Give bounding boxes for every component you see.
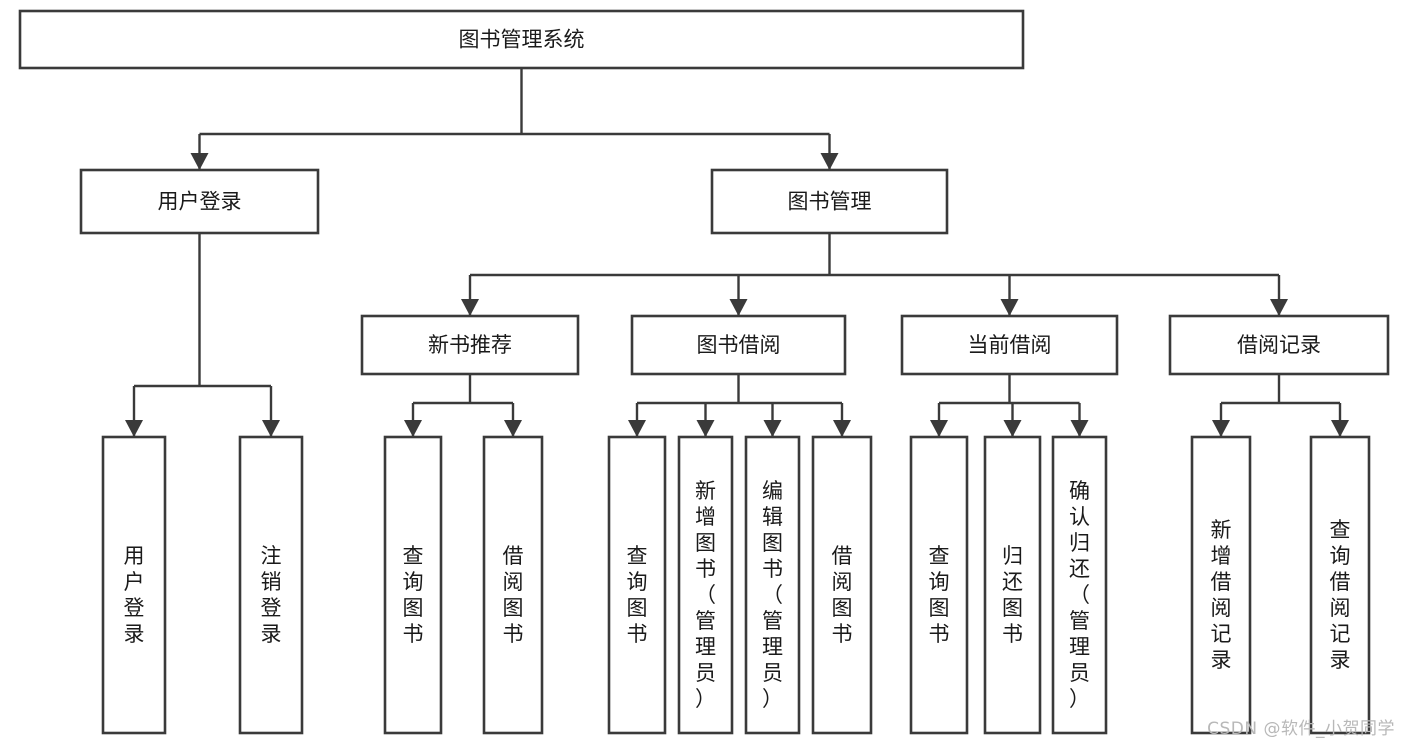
arrow-head-icon bbox=[696, 420, 715, 437]
node-label: 用户登录 bbox=[158, 190, 242, 214]
node-label: 编辑图书（管理员） bbox=[762, 479, 783, 711]
arrow-head-icon bbox=[1000, 299, 1019, 316]
arrow-head-icon bbox=[125, 420, 143, 437]
node-label: 当前借阅 bbox=[968, 333, 1052, 357]
node-user-login[interactable]: 用户登录 bbox=[79, 168, 320, 235]
node-box[interactable] bbox=[18, 9, 1025, 70]
node-leaf-confirm-return[interactable]: 确认归还（管理员） bbox=[1051, 435, 1108, 735]
node-leaf-query-book-1[interactable]: 查询图书 bbox=[383, 435, 443, 735]
node-new-book-recommend[interactable]: 新书推荐 bbox=[360, 314, 580, 376]
arrow-head-icon bbox=[1331, 420, 1349, 437]
node-leaf-query-record[interactable]: 查询借阅记录 bbox=[1309, 435, 1371, 735]
arrow-head-icon bbox=[262, 420, 280, 437]
node-box[interactable] bbox=[677, 435, 734, 735]
node-box[interactable] bbox=[630, 314, 847, 376]
node-leaf-return-book[interactable]: 归还图书 bbox=[983, 435, 1042, 735]
node-box[interactable] bbox=[1168, 314, 1390, 376]
node-leaf-query-book-3[interactable]: 查询图书 bbox=[909, 435, 969, 735]
node-label: 图书管理 bbox=[788, 190, 872, 214]
node-label: 查询图书 bbox=[403, 544, 424, 646]
node-label: 借阅图书 bbox=[832, 544, 853, 646]
node-leaf-edit-book[interactable]: 编辑图书（管理员） bbox=[744, 435, 801, 735]
node-box[interactable] bbox=[1190, 435, 1252, 735]
node-box[interactable] bbox=[607, 435, 667, 735]
arrow-head-icon bbox=[729, 299, 748, 316]
arrow-head-icon bbox=[763, 420, 782, 437]
node-current-borrow[interactable]: 当前借阅 bbox=[900, 314, 1119, 376]
node-box[interactable] bbox=[900, 314, 1119, 376]
csdn-watermark: CSDN @软件_小贺同学 bbox=[1207, 719, 1395, 739]
node-box[interactable] bbox=[101, 435, 167, 735]
node-book-borrow[interactable]: 图书借阅 bbox=[630, 314, 847, 376]
node-label: 图书借阅 bbox=[697, 333, 781, 357]
node-box[interactable] bbox=[1309, 435, 1371, 735]
node-box[interactable] bbox=[909, 435, 969, 735]
node-leaf-query-book-2[interactable]: 查询图书 bbox=[607, 435, 667, 735]
node-leaf-add-record[interactable]: 新增借阅记录 bbox=[1190, 435, 1252, 735]
arrow-head-icon bbox=[1070, 420, 1089, 437]
node-label: 借阅图书 bbox=[503, 544, 524, 646]
node-label: 新增图书（管理员） bbox=[695, 479, 716, 711]
node-label: 查询图书 bbox=[627, 544, 648, 646]
node-box[interactable] bbox=[1051, 435, 1108, 735]
node-book-manage[interactable]: 图书管理 bbox=[710, 168, 949, 235]
arrow-head-icon bbox=[404, 420, 422, 437]
node-box[interactable] bbox=[360, 314, 580, 376]
node-leaf-borrow-book-2[interactable]: 借阅图书 bbox=[811, 435, 873, 735]
node-label: 借阅记录 bbox=[1237, 333, 1321, 357]
node-leaf-logout[interactable]: 注销登录 bbox=[238, 435, 304, 735]
node-label: 确认归还（管理员） bbox=[1069, 479, 1090, 711]
node-leaf-borrow-book-1[interactable]: 借阅图书 bbox=[482, 435, 544, 735]
arrow-head-icon bbox=[833, 420, 851, 437]
arrow-head-icon bbox=[1270, 299, 1288, 316]
node-label: 新书推荐 bbox=[428, 333, 512, 357]
node-leaf-add-book[interactable]: 新增图书（管理员） bbox=[677, 435, 734, 735]
node-box[interactable] bbox=[383, 435, 443, 735]
node-box[interactable] bbox=[79, 168, 320, 235]
arrow-head-icon bbox=[1212, 420, 1230, 437]
node-label: 用户登录 bbox=[124, 544, 145, 646]
node-box[interactable] bbox=[238, 435, 304, 735]
arrow-head-icon bbox=[504, 420, 522, 437]
node-root[interactable]: 图书管理系统 bbox=[18, 9, 1025, 70]
arrow-head-icon bbox=[190, 153, 209, 170]
node-label: 新增借阅记录 bbox=[1211, 518, 1232, 672]
arrow-head-icon bbox=[930, 420, 948, 437]
node-box[interactable] bbox=[983, 435, 1042, 735]
node-label: 归还图书 bbox=[1002, 544, 1023, 646]
node-box[interactable] bbox=[710, 168, 949, 235]
node-borrow-record[interactable]: 借阅记录 bbox=[1168, 314, 1390, 376]
node-label: 查询借阅记录 bbox=[1330, 518, 1351, 672]
connector-layer bbox=[125, 68, 1349, 437]
node-label: 图书管理系统 bbox=[459, 28, 585, 52]
node-leaf-user-login[interactable]: 用户登录 bbox=[101, 435, 167, 735]
node-box[interactable] bbox=[482, 435, 544, 735]
node-label: 注销登录 bbox=[261, 544, 282, 646]
arrow-head-icon bbox=[820, 153, 839, 170]
arrow-head-icon bbox=[461, 299, 479, 316]
node-layer: 图书管理系统用户登录图书管理新书推荐图书借阅当前借阅借阅记录用户登录注销登录查询… bbox=[18, 9, 1390, 735]
arrow-head-icon bbox=[628, 420, 646, 437]
arrow-head-icon bbox=[1003, 420, 1022, 437]
node-box[interactable] bbox=[811, 435, 873, 735]
node-box[interactable] bbox=[744, 435, 801, 735]
node-label: 查询图书 bbox=[929, 544, 950, 646]
